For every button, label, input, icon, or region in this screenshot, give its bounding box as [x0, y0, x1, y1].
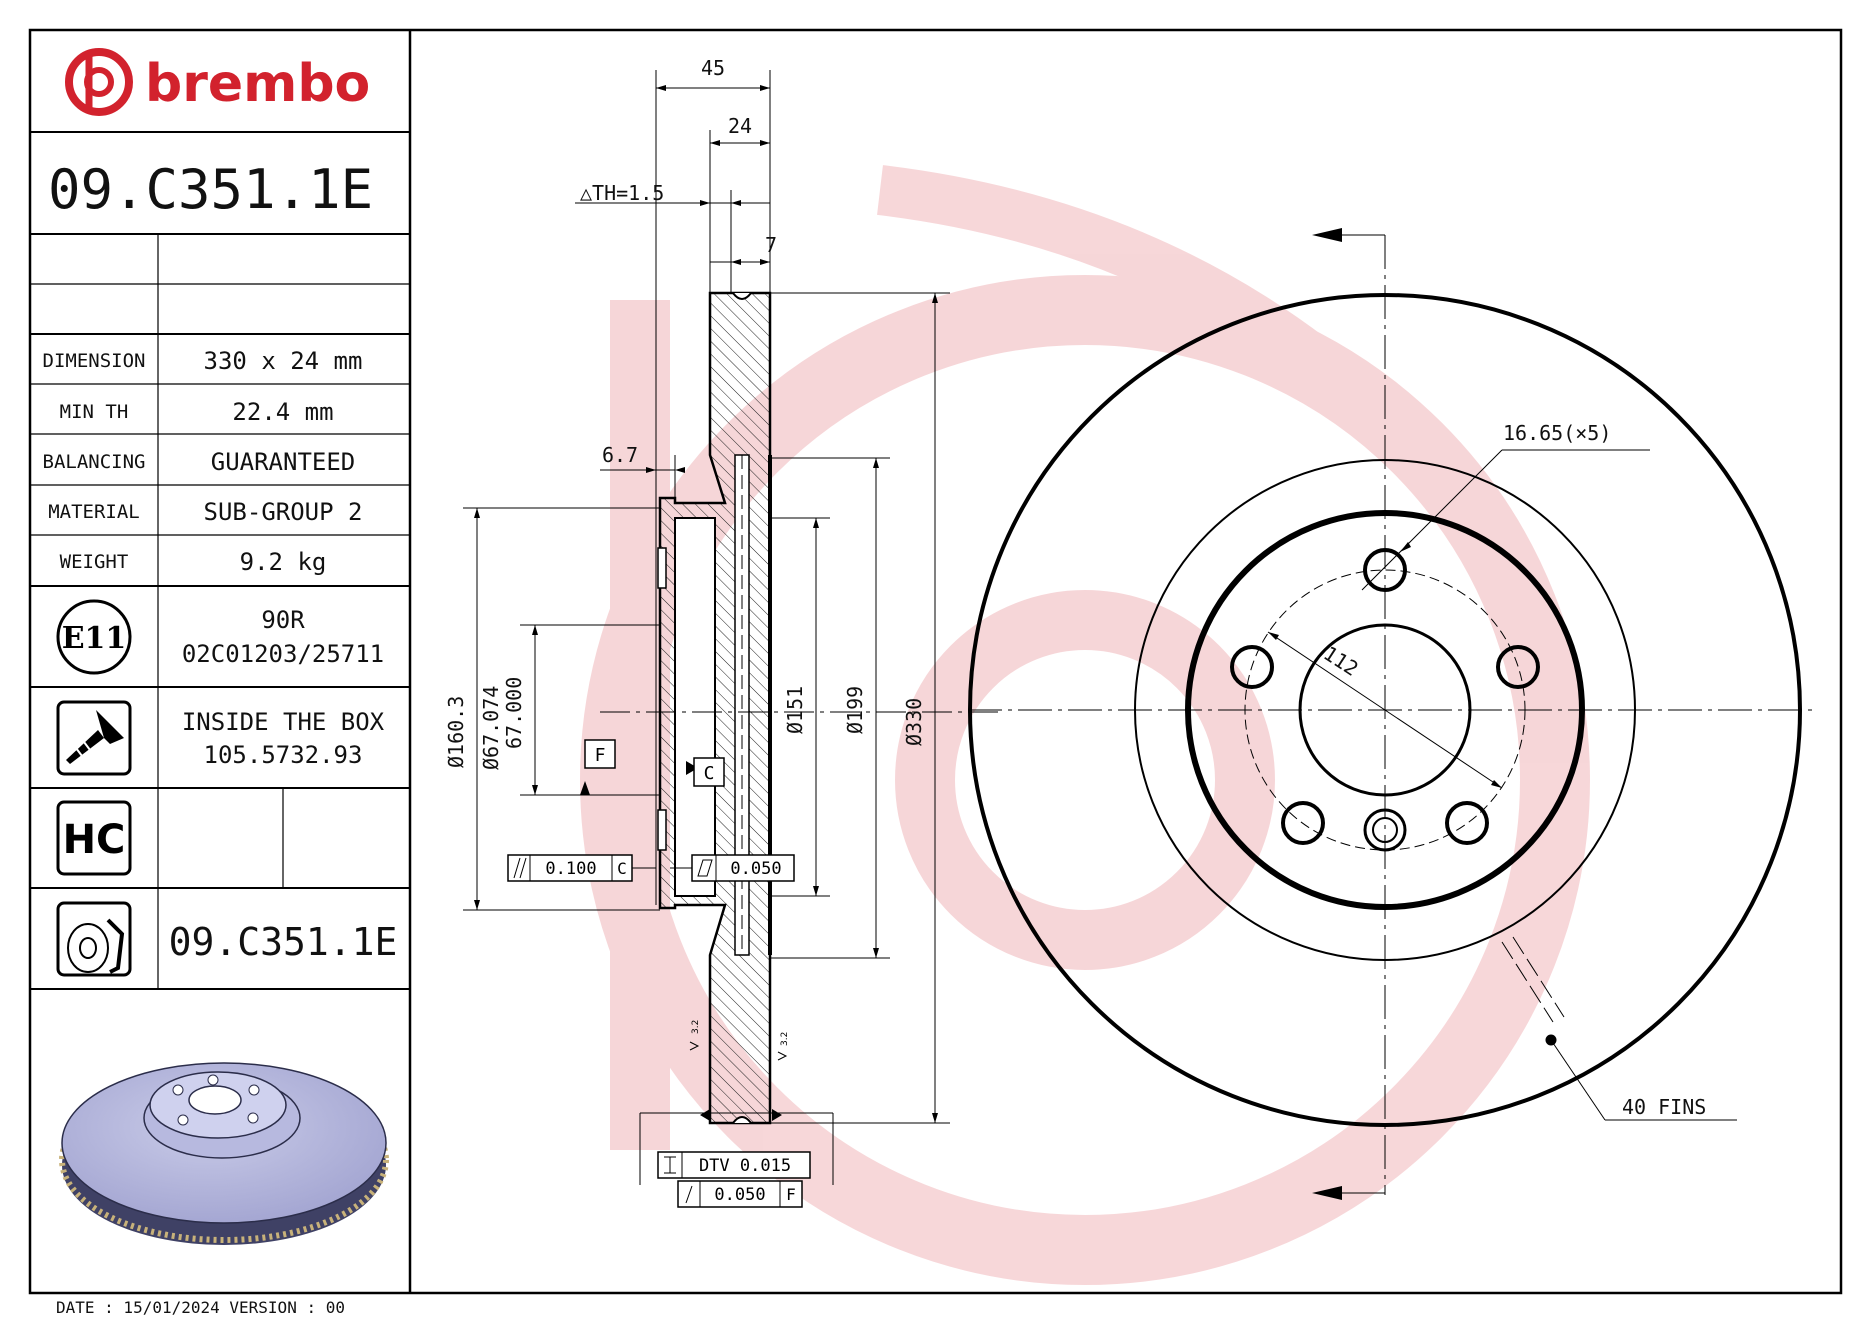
spec-label-balancing: BALANCING [43, 451, 146, 473]
tol-parallel-value: 0.100 [545, 859, 596, 879]
spec-value-balancing: GUARANTEED [211, 448, 356, 476]
dim-seven: 7 [765, 233, 777, 257]
disc-profile-icon [56, 901, 132, 977]
e11-badge-icon: E11 [56, 599, 132, 675]
inside-box-label: INSIDE THE BOX [182, 708, 385, 736]
section-dimensions [463, 70, 950, 1185]
part-number-title: 09.C351.1E [48, 158, 373, 221]
dim-d160: Ø160.3 [444, 696, 468, 768]
roughness-left: 3.2 [691, 1020, 701, 1034]
dimension-arrowheads [474, 85, 938, 1123]
dim-fins: 40 FINS [1622, 1095, 1706, 1119]
datum-and-tolerance-frames: F C 0.100 C 0.050 DTV 0.015 0.050 F 3. [507, 739, 811, 1208]
tol-runout-value: 0.050 [714, 1185, 765, 1205]
sheet-frame [28, 28, 1843, 1295]
spec-value-weight: 9.2 kg [240, 548, 327, 576]
dim-delta-th: △TH=1.5 [580, 181, 664, 205]
tol-parallel-ref: C [617, 859, 627, 878]
homologation-line-1: 90R [261, 606, 305, 634]
svg-text:HC: HC [63, 817, 126, 863]
title-block: brembo 09.C351.1E DIMENSION 330 x 24 mm … [30, 48, 410, 1245]
brembo-logo-icon [65, 48, 133, 116]
dim-d67000: 67.000 [502, 677, 526, 749]
dim-d67074: Ø67.074 [479, 686, 503, 770]
spec-value-material: SUB-GROUP 2 [204, 498, 363, 526]
spec-value-min-th: 22.4 mm [232, 398, 333, 426]
dim-bolt-holes: 16.65(×5) [1503, 421, 1611, 445]
screw-icon [56, 700, 132, 776]
inside-box-code: 105.5732.93 [204, 741, 363, 769]
dim-overall-width: 45 [701, 56, 725, 80]
spec-label-weight: WEIGHT [60, 551, 129, 573]
spec-label-min-th: MIN TH [60, 401, 129, 423]
spec-label-dimension: DIMENSION [43, 350, 146, 372]
dim-offset: 6.7 [602, 443, 638, 467]
datum-f-label: F [595, 745, 606, 766]
brand-name: brembo [145, 54, 370, 114]
dim-d151: Ø151 [783, 686, 807, 734]
tol-flatness-value: 0.050 [730, 859, 781, 879]
spec-value-dimension: 330 x 24 mm [204, 347, 363, 375]
hc-badge-icon: HC [56, 800, 132, 876]
roughness-right: 3.2 [780, 1032, 790, 1046]
footer-date-version: DATE : 15/01/2024 VERSION : 00 [56, 1298, 345, 1317]
homologation-line-2: 02C01203/25711 [182, 640, 384, 668]
disc-render-icon [59, 1062, 389, 1245]
datum-c-label: C [704, 763, 715, 784]
dim-d199: Ø199 [843, 686, 867, 734]
dim-thickness: 24 [728, 114, 752, 138]
svg-text:E11: E11 [62, 621, 127, 656]
spec-label-material: MATERIAL [48, 501, 140, 523]
dim-d330: Ø330 [902, 698, 926, 746]
front-view [968, 228, 1818, 1200]
tol-runout-ref: F [786, 1185, 796, 1204]
section-view [600, 291, 1000, 1125]
section-labels: 45 24 △TH=1.5 7 6.7 Ø160.3 Ø67.074 67.00… [444, 56, 926, 770]
tol-dtv: DTV 0.015 [699, 1156, 791, 1176]
part-number-footer: 09.C351.1E [169, 920, 398, 964]
front-view-labels: 16.65(×5) 112 40 FINS [1319, 421, 1706, 1119]
